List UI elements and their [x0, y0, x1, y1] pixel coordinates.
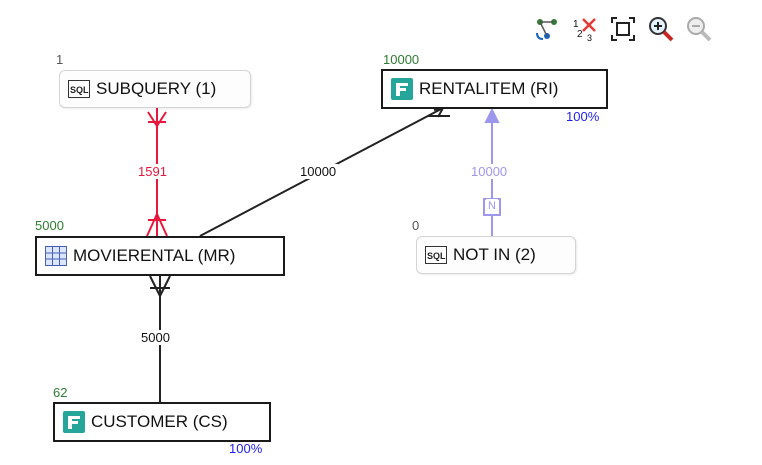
node-notin[interactable]: SQL NOT IN (2) [416, 236, 576, 274]
node-notin-label: NOT IN (2) [453, 245, 536, 264]
notin-marker: N [486, 199, 498, 213]
svg-text:SQL: SQL [427, 251, 446, 261]
node-subquery[interactable]: SQL SUBQUERY (1) [59, 70, 251, 108]
diagram-toolbar: 1 2 3 [532, 14, 714, 44]
svg-text:1: 1 [573, 19, 579, 30]
customer-percent: 100% [229, 441, 263, 456]
auto-layout-icon[interactable] [532, 14, 562, 44]
sql-icon: SQL [425, 244, 447, 266]
fit-to-window-icon[interactable] [608, 14, 638, 44]
node-customer[interactable]: CUSTOMER (CS) [53, 402, 271, 442]
edge-label-movierental-customer: 5000 [139, 330, 172, 345]
edge-label-subquery-movierental: 1591 [136, 164, 169, 179]
node-rentalitem-label: RENTALITEM (RI) [419, 79, 559, 98]
edge-label-notin-rentalitem: 10000 [469, 164, 510, 179]
customer-count: 62 [53, 385, 68, 400]
table-filter-icon [391, 78, 413, 100]
svg-text:SQL: SQL [70, 85, 89, 95]
zoom-in-icon[interactable] [646, 14, 676, 44]
rentalitem-count: 10000 [383, 52, 420, 67]
notin-count: 0 [412, 218, 420, 233]
table-icon [45, 245, 67, 267]
zoom-out-icon[interactable] [684, 14, 714, 44]
rentalitem-percent: 100% [566, 109, 600, 124]
edge-label-movierental-rentalitem: 10000 [298, 164, 339, 179]
node-customer-label: CUSTOMER (CS) [91, 412, 228, 431]
renumber-icon[interactable]: 1 2 3 [570, 14, 600, 44]
node-movierental-label: MOVIERENTAL (MR) [73, 246, 236, 265]
sql-icon: SQL [68, 78, 90, 100]
svg-text:2: 2 [577, 29, 583, 40]
node-subquery-label: SUBQUERY (1) [96, 79, 217, 98]
subquery-count: 1 [56, 52, 64, 67]
movierental-count: 5000 [35, 218, 64, 233]
svg-text:3: 3 [587, 33, 592, 43]
node-rentalitem[interactable]: RENTALITEM (RI) [381, 69, 608, 109]
table-filter-icon [63, 411, 85, 433]
node-movierental[interactable]: MOVIERENTAL (MR) [35, 236, 285, 276]
